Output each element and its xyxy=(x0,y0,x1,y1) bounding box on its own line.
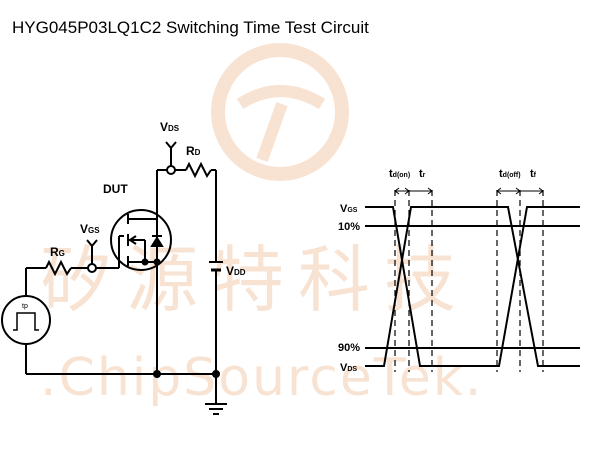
td-on-arrowhead-l xyxy=(394,187,400,195)
pct90-label: 90% xyxy=(338,342,360,354)
dut-circle xyxy=(110,209,172,271)
vds-label: VDS xyxy=(160,120,180,134)
vgs-trace-line xyxy=(365,206,580,367)
tf-label: tf xyxy=(530,168,537,180)
pulse-source-circle xyxy=(1,295,51,345)
vdd-label: VDD xyxy=(226,264,246,278)
td-on-label: td(on) xyxy=(389,168,410,180)
ground-junction-2 xyxy=(212,370,220,378)
tr-label: tr xyxy=(419,168,426,180)
waveform-labels: td(on) tr td(off) tf VGS 10% 90% VDS xyxy=(338,168,537,374)
timing-lines xyxy=(365,187,580,372)
vds-trace-line xyxy=(365,206,580,367)
watermark: 矽源特科技 .ChipSourceTek. xyxy=(40,43,483,408)
watermark-logo xyxy=(211,43,349,181)
rd-label: RD xyxy=(186,144,201,158)
vds-probe-arrow xyxy=(165,141,177,150)
rg-resistor xyxy=(45,259,72,277)
circuit xyxy=(1,141,227,415)
tf-arrowhead-r xyxy=(538,187,544,195)
vds-node xyxy=(166,165,176,175)
pulse-source-waveform xyxy=(13,312,39,331)
vgs-label: VGS xyxy=(80,222,100,236)
td-off-arrowhead-l xyxy=(496,187,502,195)
ground-junction-1 xyxy=(153,370,161,378)
vds-waveform-label: VDS xyxy=(340,362,357,374)
td-off-label: td(off) xyxy=(499,168,521,180)
timing-waveforms xyxy=(340,190,590,380)
circuit-labels: VDS RD DUT VGS RG VDD tp xyxy=(22,120,246,310)
tr-arrowhead-r xyxy=(427,187,433,195)
body-arrow xyxy=(128,235,137,245)
body-diode xyxy=(150,236,164,247)
pulse-source-label: tp xyxy=(22,303,28,310)
dut-label: DUT xyxy=(103,182,128,196)
vgs-waveform-label: VGS xyxy=(340,203,358,215)
source-dot xyxy=(141,258,149,266)
watermark-en-text: .ChipSourceTek. xyxy=(40,348,483,408)
pct10-label: 10% xyxy=(338,221,360,233)
watermark-cn-text: 矽源特科技 xyxy=(40,238,470,322)
page-title: HYG045P03LQ1C2 Switching Time Test Circu… xyxy=(12,18,369,37)
vgs-probe-arrow xyxy=(86,239,98,248)
rg-label: RG xyxy=(50,245,65,259)
rd-resistor xyxy=(185,161,212,179)
